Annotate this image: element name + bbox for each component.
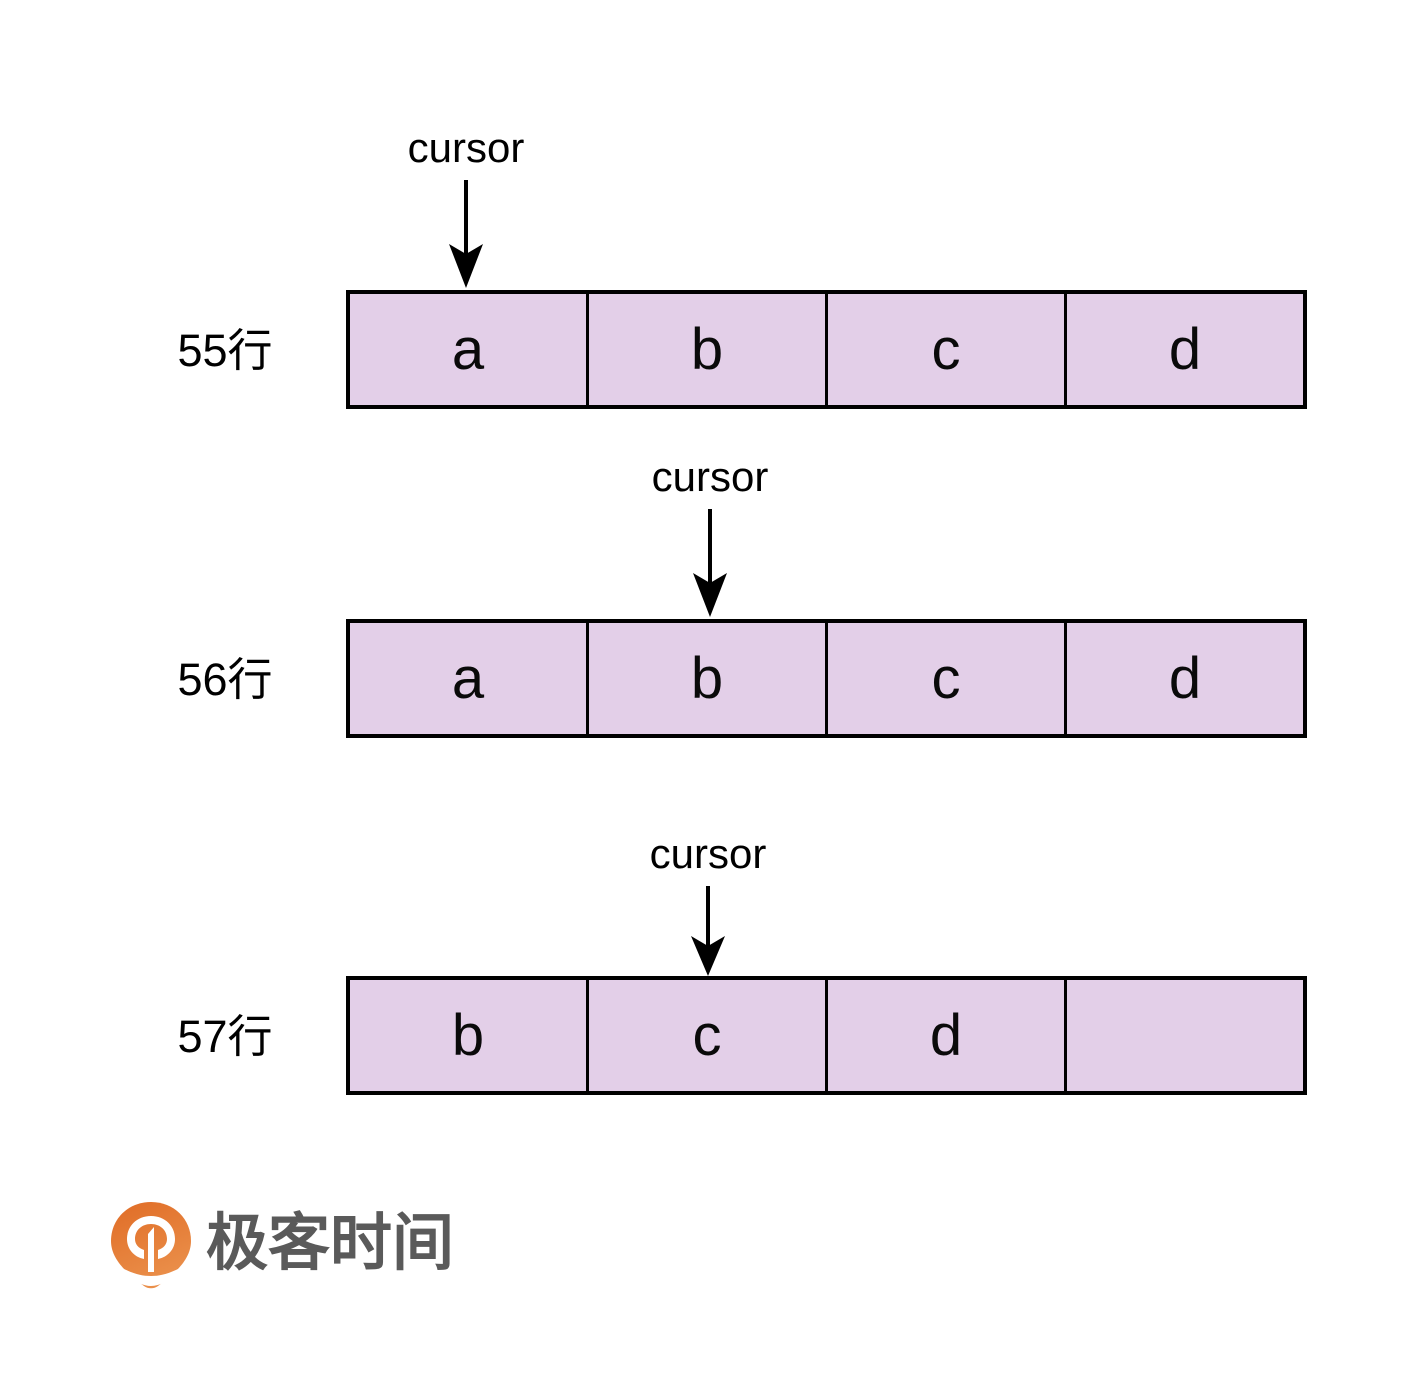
buffer-cell: d xyxy=(1168,316,1202,382)
buffer-cell: c xyxy=(828,623,1067,734)
row-label-3: 57行 xyxy=(177,1011,273,1062)
cursor-label-2: cursor xyxy=(651,453,769,500)
cursor-label-3: cursor xyxy=(649,830,767,877)
buffer-cell: b xyxy=(589,294,828,405)
brand-wordmark: 极客时间 xyxy=(206,1206,456,1280)
cursor-arrow-1 xyxy=(436,180,496,295)
buffer-cell: d xyxy=(1168,645,1202,711)
buffer-row-1: a b c d xyxy=(346,290,1307,409)
buffer-cell: a xyxy=(350,294,589,405)
brand-wordmark-glyphs: 极客时间 xyxy=(206,1206,454,1279)
geektime-pin-icon xyxy=(108,1200,194,1292)
buffer-cell: b xyxy=(589,623,828,734)
brand-name-text: 极客时间 xyxy=(206,1208,454,1279)
arrow-down-icon xyxy=(449,180,483,288)
pin-icon xyxy=(111,1202,191,1289)
buffer-row-2: a b c d xyxy=(346,619,1307,738)
row-label-2: 56行 xyxy=(177,654,273,705)
buffer-cell: c xyxy=(828,294,1067,405)
cursor-arrow-2 xyxy=(680,509,740,624)
arrow-down-icon xyxy=(693,509,727,617)
row-label-1: 55行 xyxy=(177,325,273,376)
buffer-cell: b xyxy=(350,980,589,1091)
buffer-cell-empty xyxy=(1067,980,1303,1091)
buffer-row-3: b c d xyxy=(346,976,1307,1095)
cursor-label-1: cursor xyxy=(407,124,525,171)
buffer-cell: c xyxy=(589,980,828,1091)
buffer-cell: a xyxy=(350,623,589,734)
brand-logo: 极客时间 xyxy=(108,1200,454,1295)
buffer-cell: d xyxy=(828,980,1067,1091)
arrow-down-icon xyxy=(691,886,725,976)
cursor-arrow-3 xyxy=(678,886,738,983)
